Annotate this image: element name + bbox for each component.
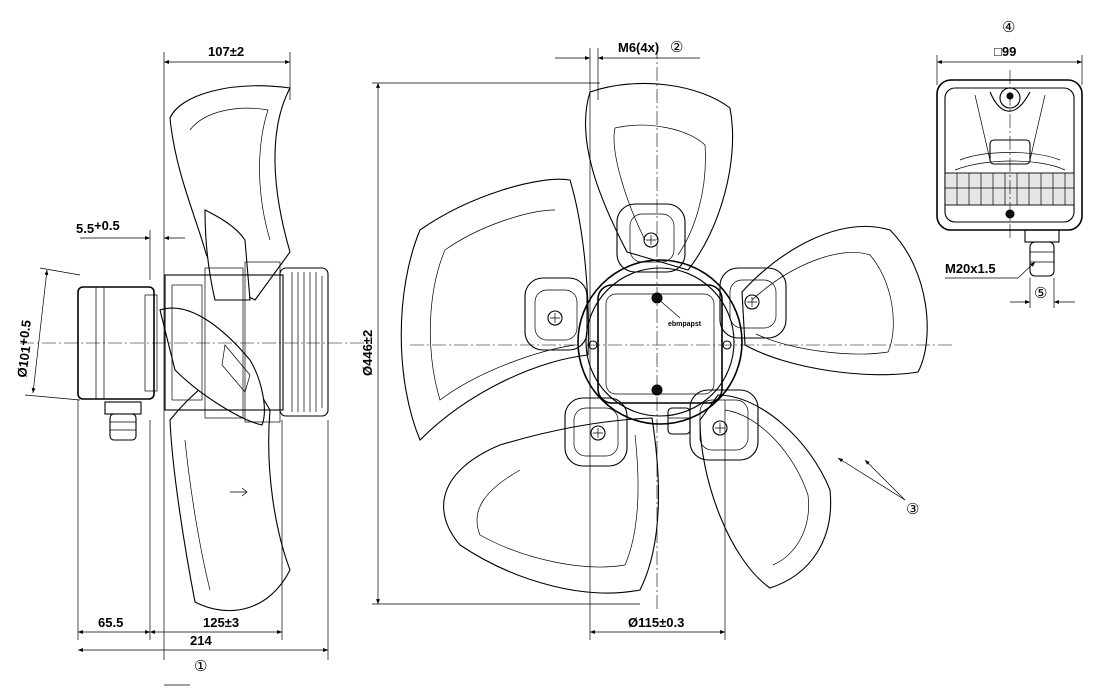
terminal-box-detail <box>936 55 1083 308</box>
callout-4: ④ <box>1002 19 1015 36</box>
side-view <box>20 85 370 612</box>
thread-note-label: M6(4x) <box>618 40 659 55</box>
shaft-diameter-label: Ø101+0.5 <box>11 319 37 378</box>
hub-ring-inner <box>585 267 735 417</box>
terminal-gland <box>1024 229 1060 243</box>
fan-diameter-label: Ø446±2 <box>360 330 375 376</box>
front-blade-right <box>741 225 928 376</box>
terminal-box-housing <box>936 79 1083 231</box>
depth-label: 107±2 <box>208 44 244 59</box>
front-view: ebmpapst <box>400 45 955 610</box>
dimension-labels: 107±2 5.5+0.5 Ø101+0.5 Ø446±2 65.5 125±3… <box>11 40 1016 648</box>
terminal-strip <box>944 172 1075 206</box>
total-length-label: 214 <box>190 633 212 648</box>
callout-3: ③ <box>906 501 919 518</box>
bracket-screws <box>547 232 760 441</box>
offset-label: 65.5 <box>98 615 123 630</box>
gap-label: 5.5+0.5 <box>76 218 120 236</box>
hub-ring-outer <box>577 259 743 425</box>
terminal-box-front <box>597 284 723 404</box>
front-blade-left <box>400 178 589 441</box>
cable-gland-front <box>667 407 691 435</box>
front-blade-bottom-right <box>699 394 832 589</box>
callout-1: ① <box>194 658 207 675</box>
front-blade-bottom-left <box>443 417 660 594</box>
callout-5: ⑤ <box>1034 285 1047 302</box>
motor-hub <box>164 274 284 411</box>
body-length-label: 125±3 <box>203 615 239 630</box>
rotor-fins <box>291 272 323 412</box>
cable-gland-side <box>104 401 142 415</box>
side-dimensions <box>24 52 329 686</box>
box-size-label: □99 <box>994 44 1016 59</box>
side-blade-upper <box>169 85 291 301</box>
cable-gland-label: M20x1.5 <box>945 261 996 276</box>
brand-mark: ebmpapst <box>668 321 702 328</box>
bolt-circle-label: Ø115±0.3 <box>628 615 684 630</box>
terminal-blocks <box>945 173 1074 205</box>
front-blade-top <box>584 83 734 271</box>
callout-markers: ① ② ③ ④ ⑤ <box>194 19 1047 675</box>
side-blade-middle <box>159 307 265 426</box>
front-dimensions <box>372 48 906 640</box>
callout-2: ② <box>670 39 683 56</box>
side-blade-upper-2 <box>204 209 251 301</box>
